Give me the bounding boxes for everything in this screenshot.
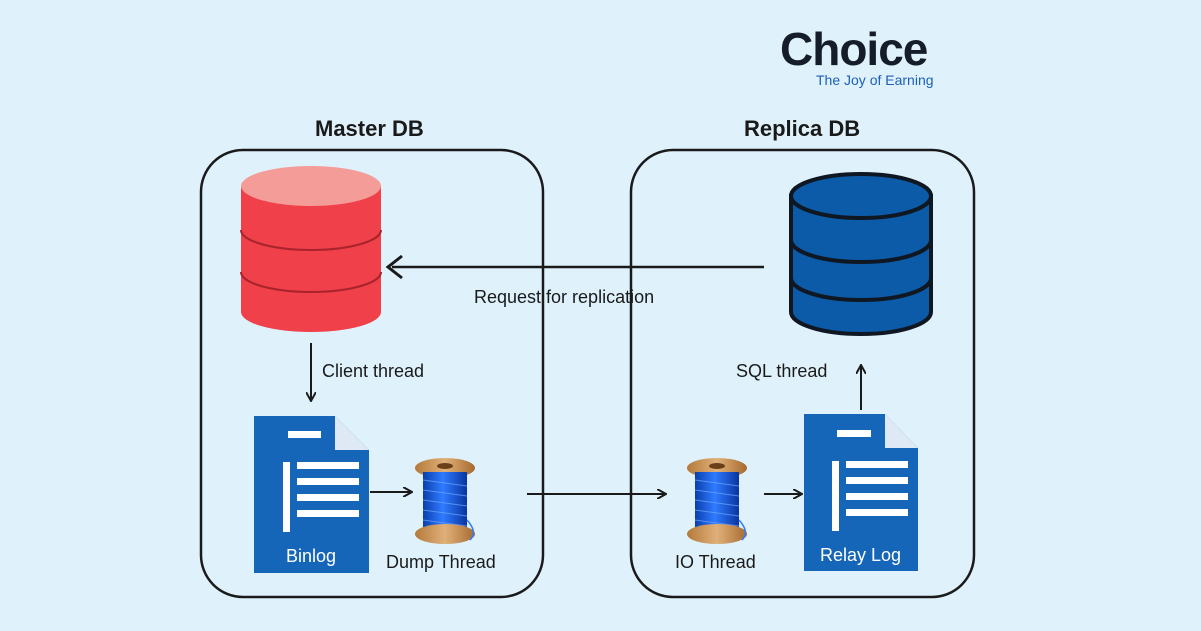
master-database-icon bbox=[240, 166, 382, 332]
brand-logo: Choice The Joy of Earning bbox=[780, 24, 934, 88]
request-replication-label: Request for replication bbox=[474, 287, 655, 307]
relay-log-document-icon bbox=[804, 414, 918, 571]
brand-name: Choice bbox=[780, 23, 928, 75]
io-thread-label: IO Thread bbox=[675, 552, 756, 572]
master-db-title: Master DB bbox=[315, 116, 424, 141]
replica-db-title: Replica DB bbox=[744, 116, 861, 141]
replica-panel bbox=[629, 148, 976, 599]
io-thread-spool-icon bbox=[687, 458, 747, 544]
binlog-label: Binlog bbox=[286, 546, 337, 566]
dump-thread-label: Dump Thread bbox=[386, 552, 496, 572]
dump-thread-spool-icon bbox=[415, 458, 475, 544]
replica-database-icon bbox=[789, 172, 933, 336]
relay-log-label: Relay Log bbox=[820, 545, 902, 565]
client-thread-label: Client thread bbox=[322, 361, 425, 381]
brand-tagline: The Joy of Earning bbox=[816, 72, 934, 88]
sql-thread-label: SQL thread bbox=[736, 361, 828, 381]
master-panel bbox=[199, 148, 545, 599]
binlog-document-icon bbox=[254, 416, 369, 573]
